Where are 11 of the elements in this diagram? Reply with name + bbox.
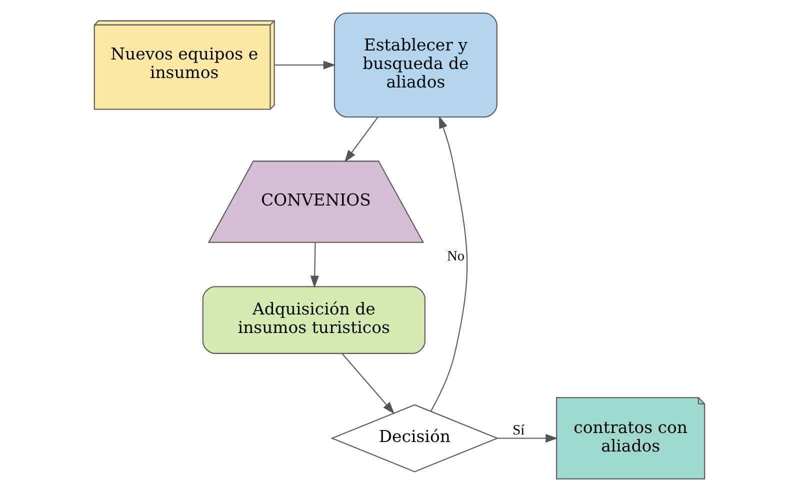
arrow [341, 352, 394, 414]
arrow [430, 115, 468, 411]
arrow [344, 116, 378, 162]
node-diamond: Decisión [330, 404, 498, 472]
node-box: Establecer y busqueda de aliados [333, 12, 497, 117]
arrow [310, 242, 318, 288]
edge-label: Sí [512, 422, 524, 438]
edge-label: No [446, 248, 464, 264]
node-box: Adquisición de insumos turisticos [202, 286, 425, 354]
arrow [496, 433, 558, 442]
arrow [274, 60, 336, 69]
